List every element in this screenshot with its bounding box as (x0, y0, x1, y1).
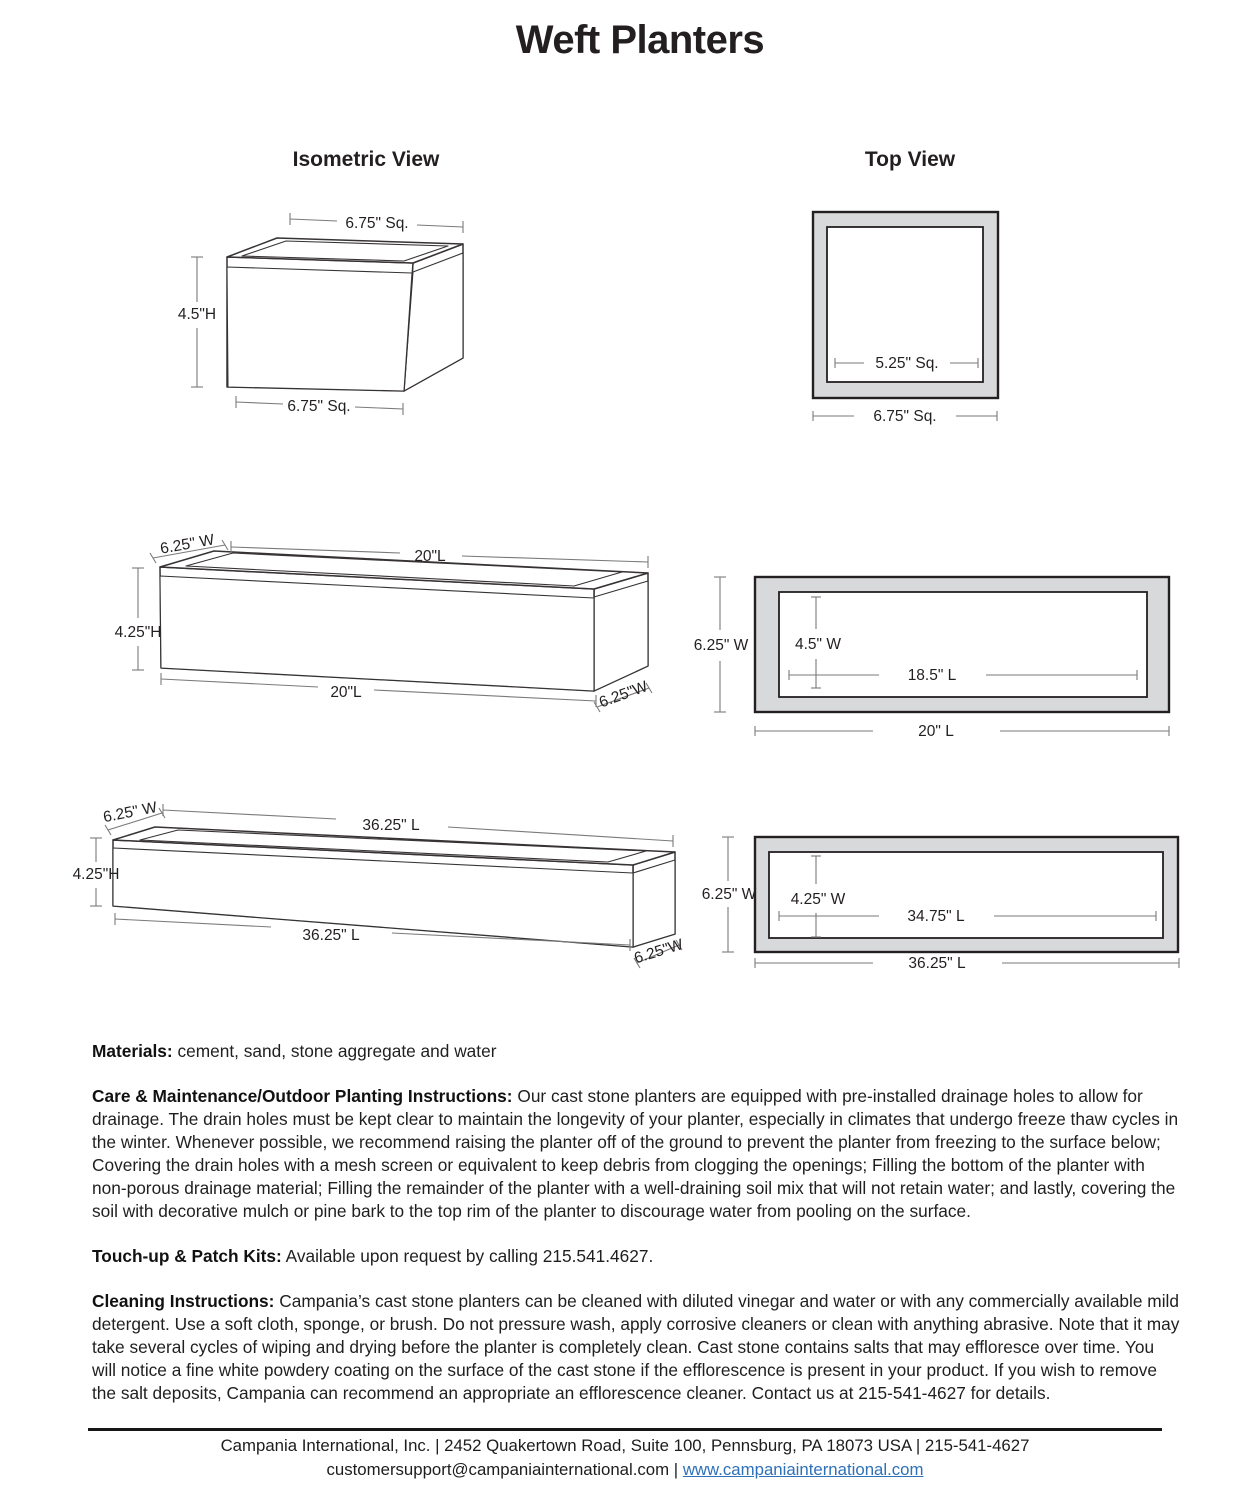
inner-cavity (778, 591, 1148, 698)
top-view-20in-planter: 6.25" W 4.5" W 18.5" L 20" L (694, 575, 1171, 740)
inner-cavity (768, 851, 1164, 939)
dim-label-height: 4.25"H (115, 624, 162, 641)
iso-view-square-planter: 6.75" Sq. 4.5"H 6.75" Sq. (178, 213, 464, 415)
dim-label-bottom: 6.75" Sq. (287, 398, 350, 415)
inner-cavity (826, 226, 984, 383)
dim-label-inner-width: 4.25" W (791, 891, 846, 908)
iso-view-36in-planter: 6.25" W 36.25" L 4.25"H 36.25" L 6.25"W (73, 799, 686, 969)
materials-text: cement, sand, stone aggregate and water (177, 1041, 497, 1061)
dim-label-inner-width: 4.5" W (795, 636, 841, 653)
info-text-block: Materials: cement, sand, stone aggregate… (92, 1040, 1180, 1427)
front-face-slats (226, 266, 413, 392)
front-face-slats (112, 847, 634, 948)
dim-label-inner: 5.25" Sq. (875, 355, 938, 372)
footer-company-line: Campania International, Inc. | 2452 Quak… (220, 1436, 1030, 1455)
dim-label-outer: 6.75" Sq. (873, 408, 936, 425)
top-view-square-planter: 5.25" Sq. 6.75" Sq. (811, 210, 1000, 425)
footer-rule (88, 1428, 1162, 1431)
dim-label-inner-length: 18.5" L (908, 667, 957, 684)
materials-paragraph: Materials: cement, sand, stone aggregate… (92, 1040, 1180, 1063)
dim-label-outer-width: 6.25" W (694, 637, 749, 654)
dim-label-length-top: 20"L (414, 548, 446, 565)
website-link[interactable]: www.campaniainternational.com (682, 1460, 924, 1479)
cleaning-text: Campania’s cast stone planters can be cl… (92, 1291, 1180, 1403)
dim-label-outer-length: 20" L (918, 723, 954, 740)
dim-label-length-bottom: 20"L (330, 684, 362, 701)
touchup-paragraph: Touch-up & Patch Kits: Available upon re… (92, 1245, 1180, 1268)
iso-view-20in-planter: 6.25" W 20"L 4.25"H 20"L 6.25"W (115, 531, 653, 713)
cleaning-label: Cleaning Instructions: (92, 1291, 275, 1311)
dim-label-outer-width: 6.25" W (702, 886, 757, 903)
dim-label-height: 4.5"H (178, 306, 216, 323)
column-heading-top: Top View (864, 148, 956, 171)
dim-label-length-top: 36.25" L (362, 817, 420, 834)
footer-separator: | (673, 1460, 679, 1479)
footer-email: customersupport@campaniainternational.co… (326, 1460, 670, 1479)
column-heading-isometric: Isometric View (292, 148, 440, 171)
touchup-label: Touch-up & Patch Kits: (92, 1246, 282, 1266)
top-recess (139, 829, 647, 863)
dim-label-top: 6.75" Sq. (345, 215, 408, 232)
dim-label-outer-length: 36.25" L (908, 955, 966, 972)
footer-contact-line: customersupport@campaniainternational.co… (0, 1460, 1250, 1480)
dim-label-inner-length: 34.75" L (907, 908, 965, 925)
page-title: Weft Planters (515, 18, 765, 62)
top-view-36in-planter: 6.25" W 4.25" W 34.75" L 36.25" L (702, 835, 1180, 972)
side-face-slats (593, 580, 649, 692)
side-face-slats (632, 859, 676, 948)
dim-label-width-top: 6.25" W (102, 799, 159, 826)
dim-label-height: 4.25"H (73, 866, 120, 883)
materials-label: Materials: (92, 1041, 173, 1061)
care-maintenance-paragraph: Care & Maintenance/Outdoor Planting Inst… (92, 1085, 1180, 1223)
dim-label-length-bottom: 36.25" L (302, 927, 360, 944)
care-maintenance-label: Care & Maintenance/Outdoor Planting Inst… (92, 1086, 513, 1106)
care-maintenance-text: Our cast stone planters are equipped wit… (92, 1086, 1179, 1221)
front-face-slats (159, 575, 595, 692)
top-recess (241, 240, 449, 262)
cleaning-paragraph: Cleaning Instructions: Campania’s cast s… (92, 1290, 1180, 1405)
top-recess (185, 552, 623, 587)
touchup-text: Available upon request by calling 215.54… (285, 1246, 654, 1266)
